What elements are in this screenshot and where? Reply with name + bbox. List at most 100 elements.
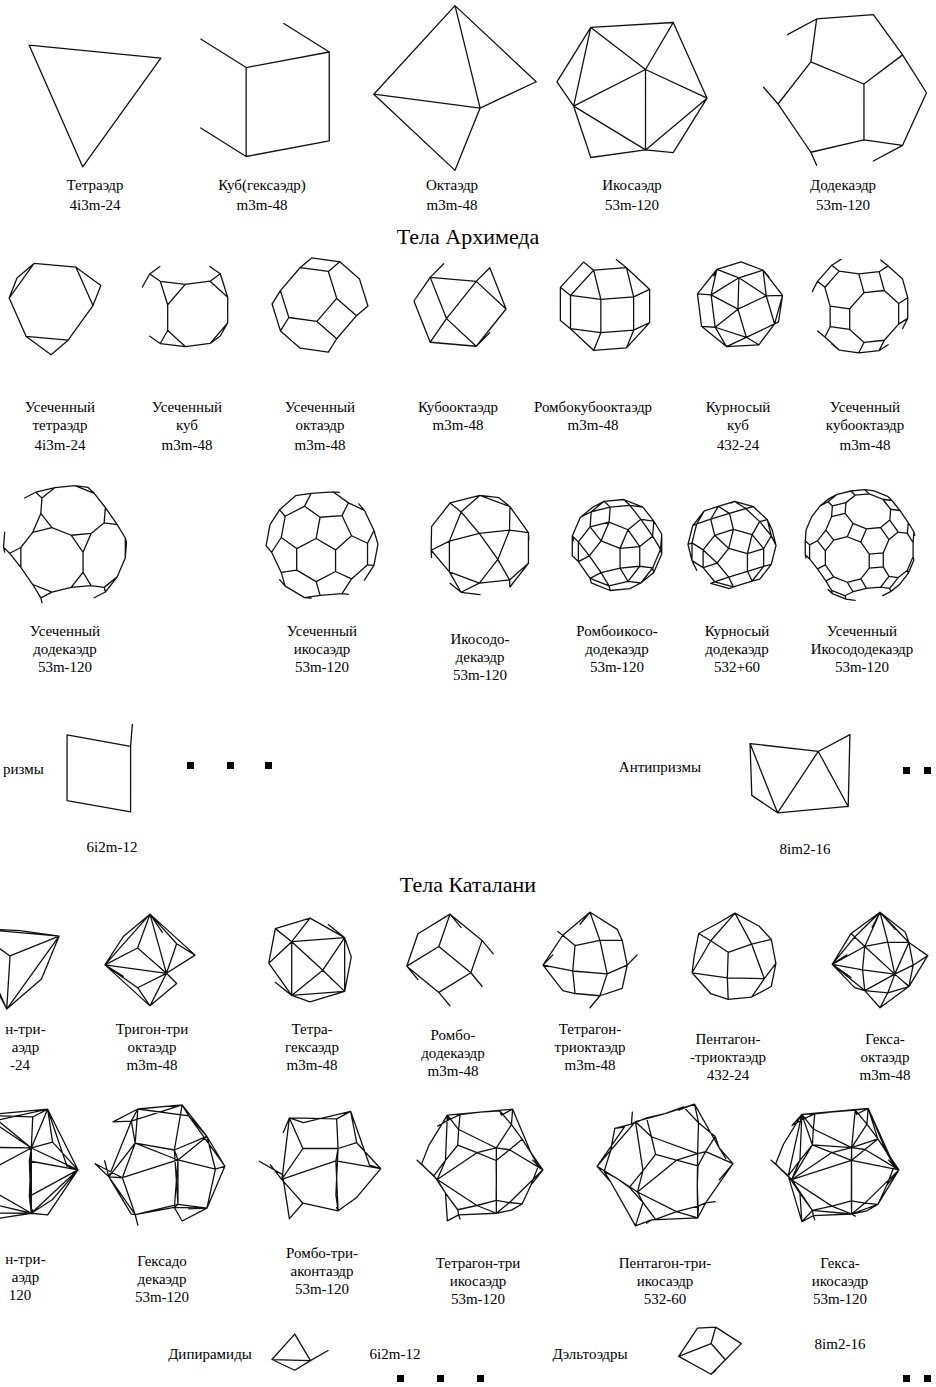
polyhedron-drawing (201, 23, 329, 156)
polyhedron-drawing (266, 492, 378, 598)
solid-name: Кубооктаэдр (418, 398, 498, 416)
symmetry-formula: m3m-48 (860, 1066, 911, 1084)
ellipsis-dot (924, 767, 931, 774)
symmetry-formula: m3m-48 (568, 416, 619, 434)
symmetry-formula: m3m-48 (295, 436, 346, 454)
solid-name: Ромбоикосо- додекаэдр (574, 622, 660, 658)
solid-name: Тетра- гексаэдр (283, 1020, 341, 1056)
solid-name: Усеченный кубооктаэдр (824, 398, 907, 434)
solid-name: Тетрагон- триоктаэдр (552, 1020, 628, 1056)
solid-name: Октаэдр (426, 176, 478, 194)
symmetry-formula: 53m-120 (835, 658, 889, 676)
polyhedron-drawing (417, 1109, 543, 1221)
symmetry-formula: 4i3m-24 (35, 436, 86, 454)
ellipsis-dot (265, 762, 272, 769)
symmetry-formula: 53m-120 (453, 666, 507, 684)
symmetry-formula: 6i2m-12 (370, 1345, 421, 1363)
polyhedron-drawing (688, 501, 776, 588)
section-title: Тела Архимеда (397, 224, 540, 250)
polyhedron-drawing (597, 1104, 733, 1226)
solid-name: Икосодо- декаэдр (448, 630, 512, 666)
solid-name: Усеченный икосаэдр (285, 622, 360, 658)
polyhedron-drawing (543, 912, 637, 1008)
solid-name: Усеченный Икосододекаэдр (809, 622, 916, 658)
solid-name: Гекса- октаэдр (859, 1030, 912, 1066)
symmetry-formula: 120 (9, 1286, 32, 1304)
polyhedron-drawing (407, 914, 493, 1006)
ellipsis-dot (437, 1375, 444, 1382)
symmetry-formula: 53m-120 (135, 1288, 189, 1306)
polyhedron-drawing (557, 23, 707, 158)
polyhedron-drawing (560, 260, 649, 351)
polyhedron-drawing (259, 1111, 380, 1218)
ellipsis-dot (924, 1375, 931, 1382)
ellipsis-dot (903, 1375, 910, 1382)
polyhedron-drawing (692, 913, 776, 999)
ellipsis-dots (187, 762, 931, 1382)
solid-name: Ромбокубооктаэдр (534, 398, 652, 416)
solid-name: Тригон-три октаэдр (114, 1020, 191, 1056)
solid-name: Курносый додекаэдр (703, 622, 772, 658)
polyhedron-drawing (750, 735, 850, 813)
symmetry-formula: 532+60 (714, 658, 760, 676)
ellipsis-dot (227, 762, 234, 769)
solid-name: Ромбо- додекаэдр (419, 1026, 487, 1062)
solid-name: Икосаэдр (602, 176, 662, 194)
symmetry-formula: m3m-48 (127, 1056, 178, 1074)
symmetry-formula: m3m-48 (428, 1062, 479, 1080)
polyhedron-drawing (764, 15, 927, 166)
symmetry-formula: 53m-120 (590, 658, 644, 676)
symmetry-formula: 6i2m-12 (87, 838, 138, 856)
solid-name: н-три- аэдр (3, 1250, 48, 1286)
solid-name: Усеченный куб (150, 398, 225, 434)
ellipsis-dot (903, 767, 910, 774)
ellipsis-dot (397, 1375, 404, 1382)
solid-name: Куб(гексаэдр) (218, 176, 306, 194)
symmetry-formula: 8im2-16 (780, 840, 831, 858)
polyhedron-drawing (95, 1105, 225, 1225)
ellipsis-dot (187, 762, 194, 769)
polyhedra (0, 6, 928, 1375)
solid-name: Курносый куб (704, 398, 773, 434)
symmetry-formula: m3m-48 (433, 416, 484, 434)
symmetry-formula: 53m-120 (813, 1290, 867, 1308)
symmetry-formula: m3m-48 (287, 1056, 338, 1074)
solid-name: Пентагон- -триоктаэдр (688, 1030, 769, 1066)
symmetry-formula: 53m-120 (38, 658, 92, 676)
symmetry-formula: 53m-120 (451, 1290, 505, 1308)
solid-name: Дипирамиды (168, 1345, 252, 1363)
symmetry-formula: 532-60 (644, 1290, 687, 1308)
symmetry-formula: 4i3m-24 (70, 196, 121, 214)
symmetry-formula: 53m-120 (295, 658, 349, 676)
section-title: Тела Каталани (400, 872, 536, 898)
polyhedron-drawing (832, 912, 928, 1008)
solid-name: Пентагон-три- икосаэдр (617, 1254, 714, 1290)
polyhedron-drawing (269, 918, 352, 1002)
symmetry-formula: -24 (10, 1056, 30, 1074)
polyhedron-drawing (67, 724, 132, 812)
solid-name: Гекса- икосаэдр (810, 1254, 871, 1290)
solid-name: Ромбо-три- аконтаэдр (284, 1244, 361, 1280)
polyhedron-drawing (29, 45, 161, 167)
polyhedron-drawing (812, 259, 907, 352)
symmetry-formula: m3m-48 (427, 196, 478, 214)
ellipsis-dot (477, 1375, 484, 1382)
solid-name: Усеченный октаэдр (283, 398, 358, 434)
symmetry-formula: 8im2-16 (815, 1335, 866, 1353)
symmetry-formula: 432-24 (707, 1066, 750, 1084)
polyhedron-drawing (414, 264, 506, 346)
solid-name: Додекаэдр (810, 176, 876, 194)
symmetry-formula: m3m-48 (565, 1056, 616, 1074)
polyhedron-drawing (272, 258, 368, 352)
solid-name: Тетраэдр (67, 176, 124, 194)
solid-name: Усеченный додекаэдр (28, 622, 103, 658)
symmetry-formula: 53m-120 (295, 1280, 349, 1298)
symmetry-formula: m3m-48 (162, 436, 213, 454)
polyhedron-drawing (142, 266, 227, 346)
polyhedron-drawing (697, 262, 782, 347)
solid-name: ризмы (3, 760, 44, 778)
polyhedron-drawing (0, 1109, 78, 1221)
polyhedron-drawing (374, 6, 536, 171)
solid-name: Усеченный тетраэдр (23, 398, 98, 434)
